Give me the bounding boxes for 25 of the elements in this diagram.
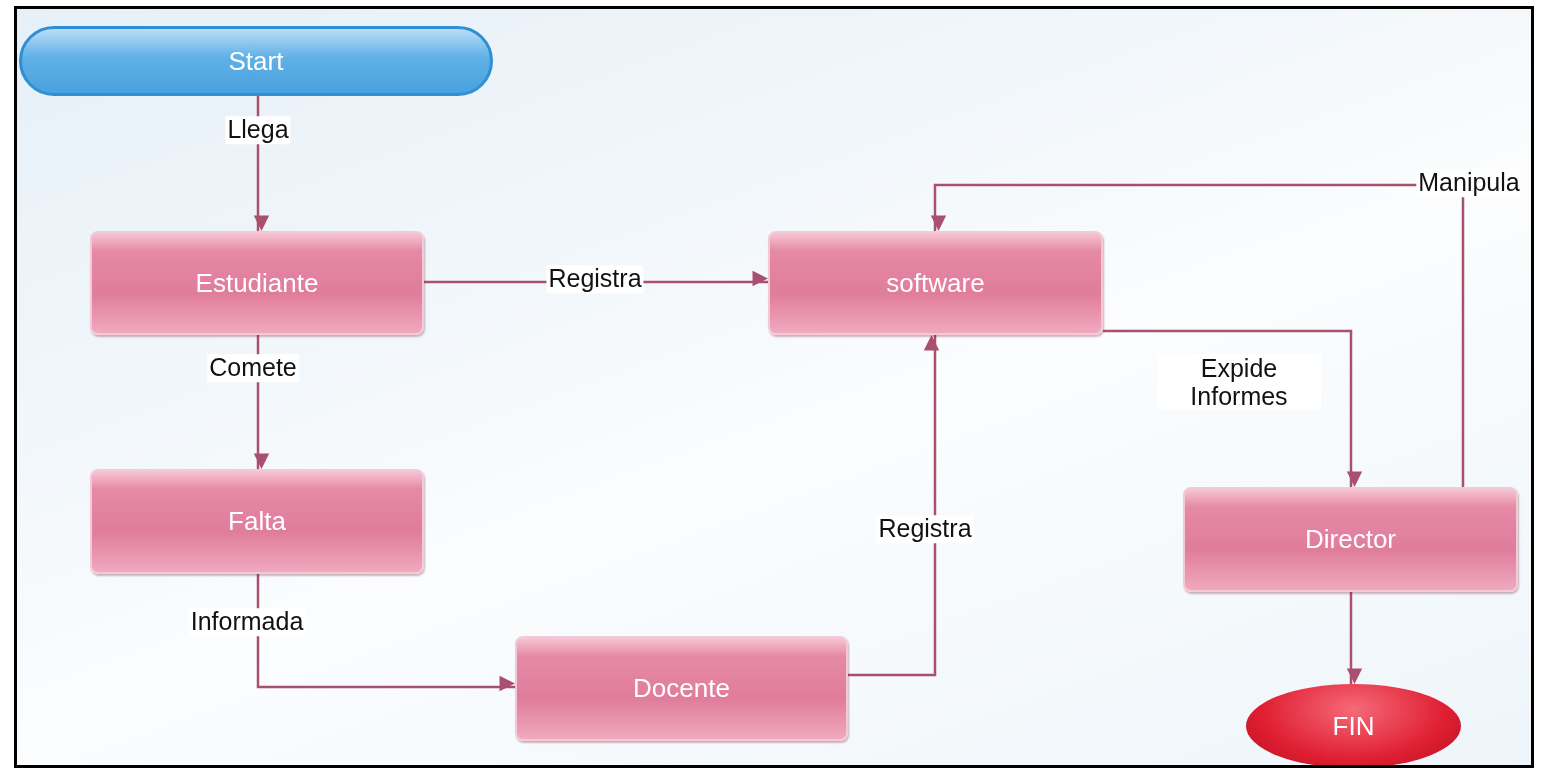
edge-label: Informada	[188, 608, 306, 636]
process-box	[768, 231, 1103, 335]
node-label: Falta	[228, 506, 286, 537]
edge-label: Registra	[876, 515, 974, 543]
node-label: Estudiante	[195, 267, 319, 299]
edge-label: Manipula	[1416, 169, 1522, 197]
arrow	[1103, 329, 1363, 487]
arrow	[1346, 592, 1363, 684]
arrow	[930, 183, 1465, 487]
node-label: software	[886, 267, 985, 299]
node-label: Start	[228, 45, 284, 77]
node-label: Docente	[633, 673, 730, 704]
process-box	[1183, 487, 1518, 592]
process-box	[90, 231, 424, 335]
node-label: Director	[1305, 524, 1396, 555]
node-label: FIN	[1332, 710, 1375, 742]
arrow	[256, 574, 515, 692]
edge-label: Registra	[546, 265, 644, 293]
process-box	[515, 636, 848, 741]
start-terminal	[19, 26, 493, 96]
edge-label: Comete	[207, 354, 299, 382]
process-box	[90, 469, 424, 574]
edge-label: Llega	[225, 116, 291, 144]
arrow	[848, 335, 940, 677]
edge-label: Expide Informes	[1157, 354, 1321, 410]
